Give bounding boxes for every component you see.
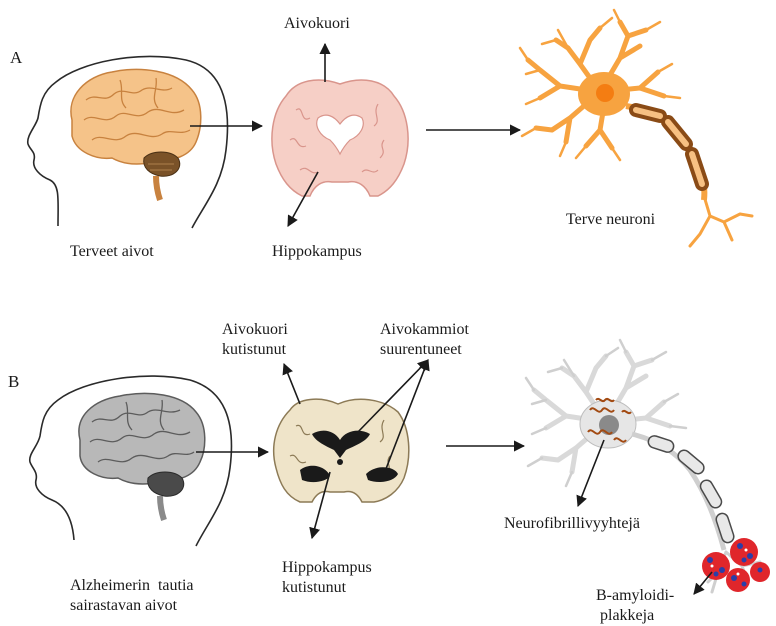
label-cortex-b-line1: Aivokuori [222,320,288,339]
label-hippocampus-b-line1: Hippokampus [282,558,372,577]
label-alzheimer-brain-line1: Alzheimerin tautia [70,576,194,595]
diseased-brain [79,393,205,520]
diseased-neuron [526,340,770,592]
amyloid-plaques [702,538,770,592]
arrow-to-plaques [694,572,712,594]
label-alzheimer-brain-line2: sairastavan aivot [70,596,177,615]
coronal-section-healthy [272,80,408,196]
label-ventricles-line1: Aivokammiot [380,320,469,339]
healthy-brain [71,69,201,200]
label-healthy-brain: Terveet aivot [70,242,154,261]
label-hippocampus-b-line2: kutistunut [282,578,346,597]
label-ventricles-line2: suurentuneet [380,340,462,359]
label-plaques-line1: B-amyloidi- [596,586,674,605]
label-cortex-a: Aivokuori [284,14,350,33]
arrow-to-tangles [578,440,604,506]
label-cortex-b-line2: kutistunut [222,340,286,359]
label-healthy-neuron: Terve neuroni [566,210,655,229]
panel-letter-a: A [10,48,22,68]
coronal-section-diseased [274,399,409,502]
label-tangles: Neurofibrillivyyhtejä [504,514,640,533]
label-hippocampus-a: Hippokampus [272,242,362,261]
label-plaques-line2: plakkeja [600,606,654,625]
panel-letter-b: B [8,372,19,392]
arrow-to-cortex-b [284,364,300,404]
